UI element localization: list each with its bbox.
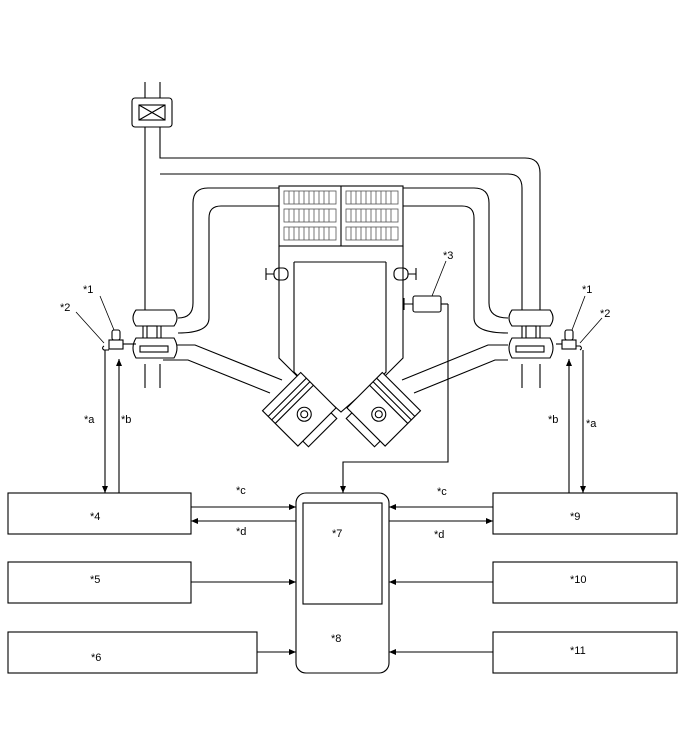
- label-1-right: *1: [582, 284, 592, 296]
- signal-lines: [102, 304, 586, 655]
- label-b-left: *b: [121, 414, 131, 426]
- exhaust-pipes: [144, 344, 541, 394]
- box-5: [7, 561, 192, 604]
- label-11: *11: [570, 645, 586, 657]
- left-piston-icon: [261, 371, 338, 448]
- label-9: *9: [570, 511, 580, 523]
- intake-manifold-pipes: [177, 187, 509, 334]
- label-c-left: *c: [236, 485, 246, 497]
- right-turbocharger-icon: [508, 309, 554, 359]
- right-piston-icon: [345, 371, 422, 448]
- label-1-left: *1: [83, 284, 93, 296]
- cylinder-head-valve-icon: [265, 267, 417, 281]
- label-7: *7: [332, 528, 342, 540]
- box-11: [492, 631, 678, 674]
- label-5: *5: [90, 574, 100, 586]
- ecm-display: [302, 502, 383, 605]
- labels: *1 *2 *1 *2 *3 *a *b *b *a *c *d *c *d *…: [60, 250, 610, 664]
- label-d-right: *d: [434, 529, 444, 541]
- left-turbocharger-icon: [132, 309, 178, 359]
- label-4: *4: [90, 511, 100, 523]
- intercooler: [278, 185, 404, 247]
- intake-pipe: [144, 82, 541, 310]
- right-actuator-sensor-icon: [556, 329, 583, 351]
- label-6: *6: [91, 652, 101, 664]
- box-9: [492, 492, 678, 535]
- label-3: *3: [443, 250, 453, 262]
- box-6: [7, 631, 258, 674]
- box-4: [7, 492, 192, 535]
- label-d-left: *d: [236, 526, 246, 538]
- leader-lines: [75, 260, 603, 344]
- ecm-unit: [295, 492, 390, 674]
- label-10: *10: [570, 574, 587, 586]
- box-10: [492, 561, 678, 604]
- left-actuator-sensor-icon: [101, 329, 136, 351]
- boxes: [7, 492, 678, 674]
- sensor-3-icon: [403, 295, 448, 313]
- label-2-right: *2: [600, 308, 610, 320]
- label-c-right: *c: [437, 486, 447, 498]
- label-a-right: *a: [586, 418, 597, 430]
- label-2-left: *2: [60, 302, 70, 314]
- air-filter-icon: [131, 97, 173, 128]
- label-b-right: *b: [548, 414, 558, 426]
- label-8: *8: [331, 633, 341, 645]
- label-a-left: *a: [84, 414, 95, 426]
